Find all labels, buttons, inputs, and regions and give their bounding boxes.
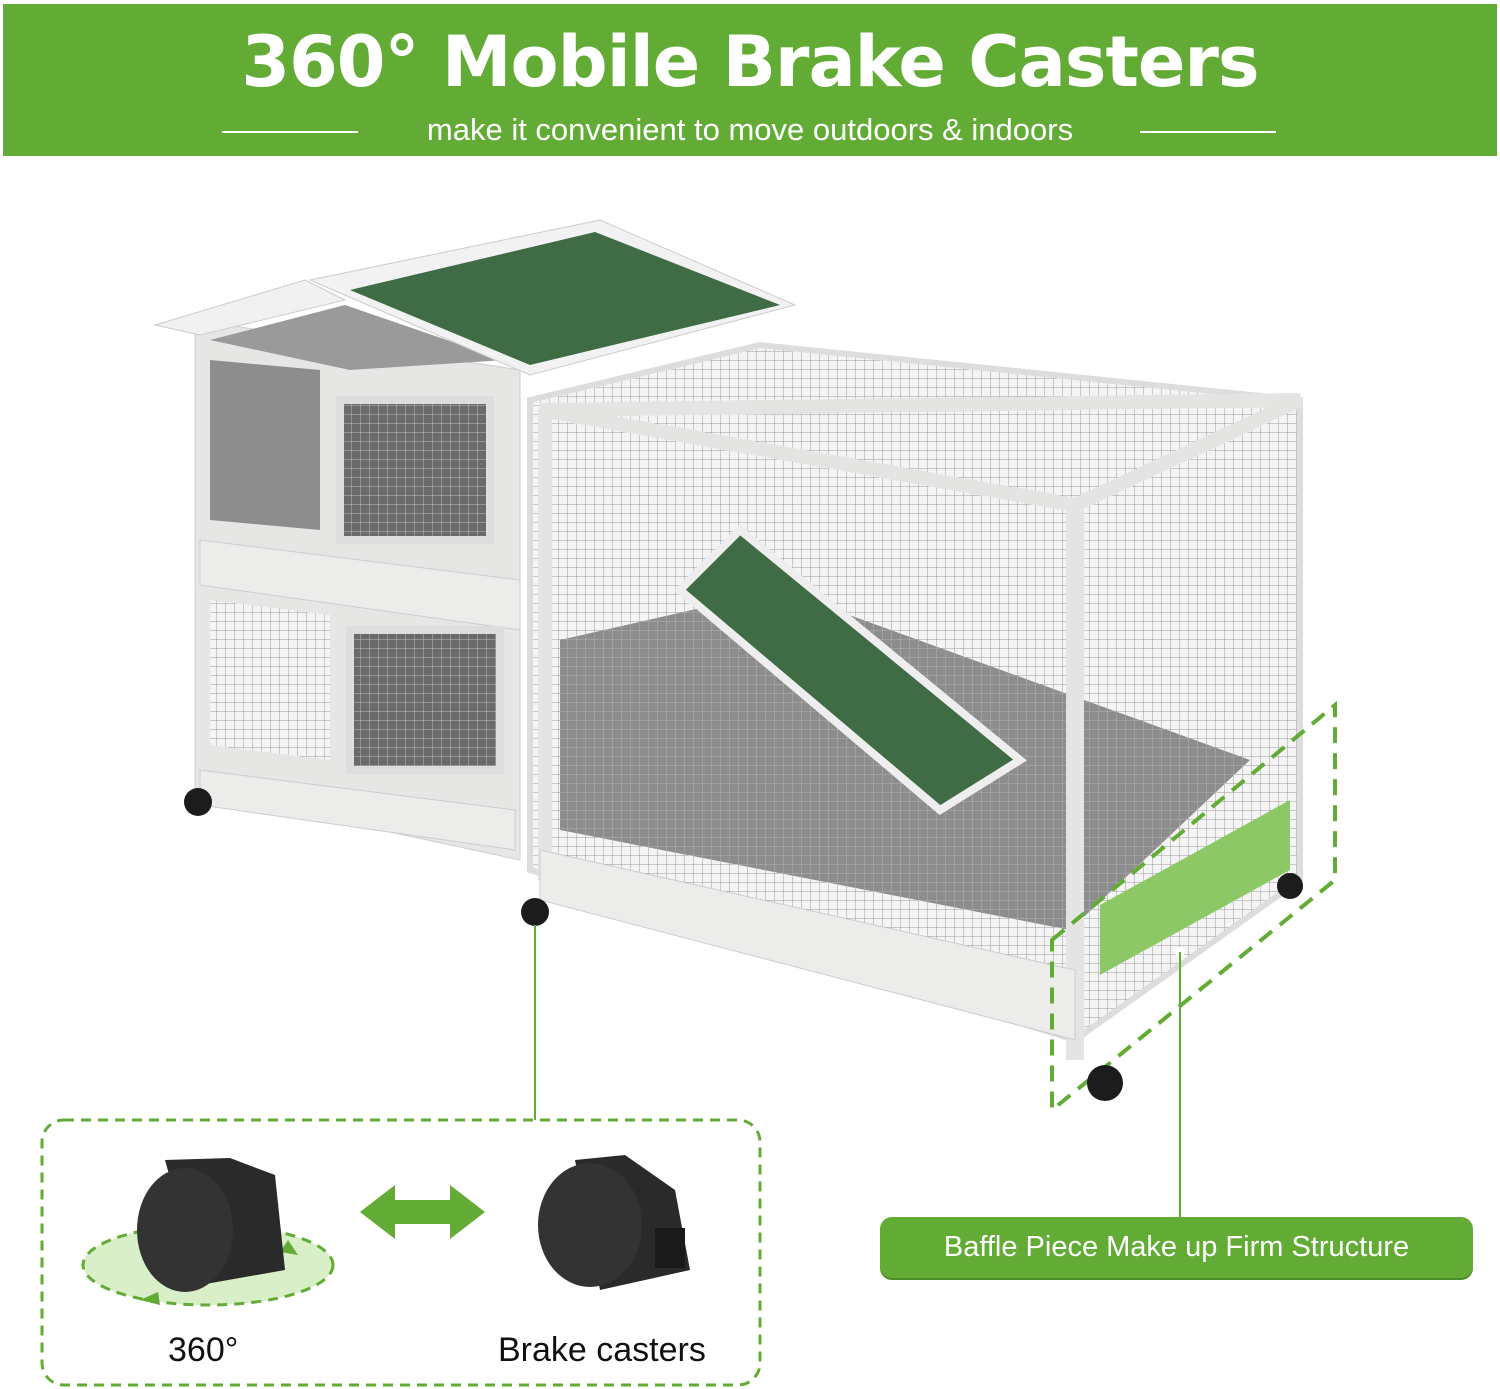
hutch-house: [153, 219, 797, 861]
swivel-caster-label: 360°: [168, 1331, 239, 1369]
brake-caster-image: [538, 1155, 690, 1290]
swap-arrow-icon: [360, 1185, 485, 1239]
caster-panel-frame: [40, 1118, 762, 1387]
hutch-wheels: [184, 788, 1303, 1101]
hutch-run: [527, 341, 1303, 1060]
swivel-caster-image: [81, 1158, 335, 1307]
baffle-callout-label: Baffle Piece Make up Firm Structure: [880, 1217, 1473, 1278]
page-subtitle: make it convenient to move outdoors & in…: [426, 112, 1074, 147]
subtitle-rule-left: [222, 131, 358, 133]
brake-caster-label: Brake casters: [498, 1331, 706, 1369]
header-banner: 360° Mobile Brake Casters make it conven…: [3, 4, 1497, 156]
subtitle-rule-right: [1140, 131, 1276, 133]
baffle-highlight-frame: [1050, 700, 1337, 1115]
page-title: 360° Mobile Brake Casters: [241, 21, 1259, 103]
baffle-piece: [1050, 700, 1337, 1217]
